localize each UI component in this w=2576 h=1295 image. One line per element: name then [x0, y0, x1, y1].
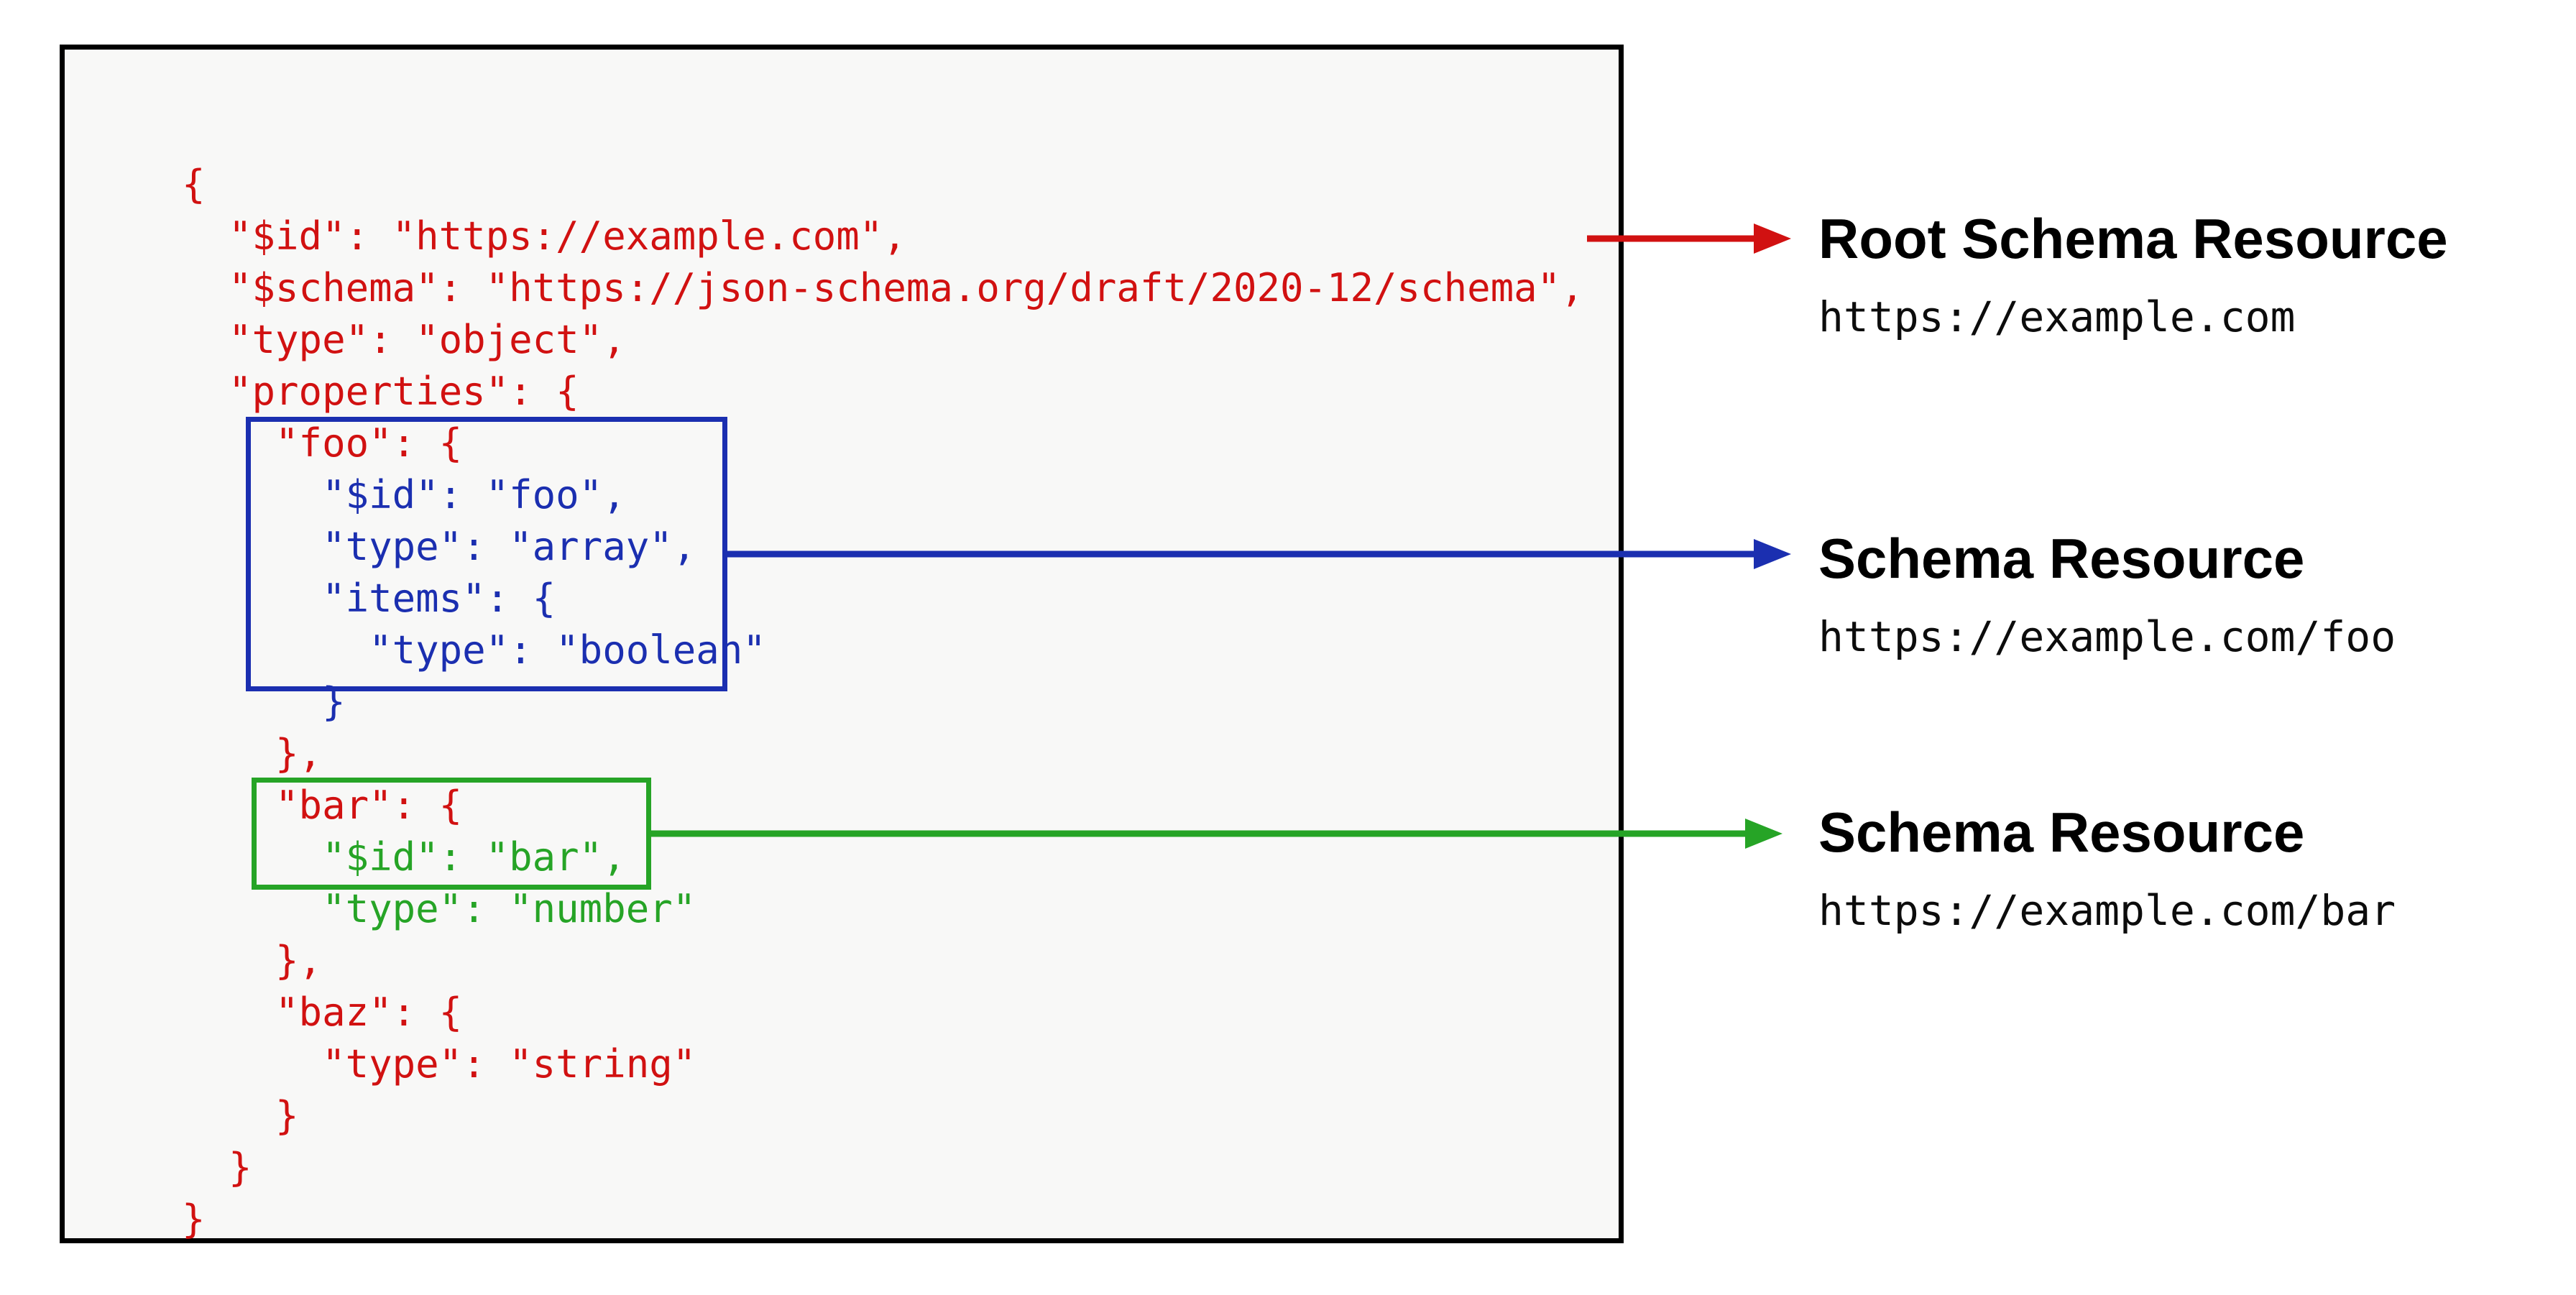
code-line: "items": {: [182, 576, 556, 621]
foo-schema-highlight-box: [246, 417, 727, 691]
callout-url: https://example.com/foo: [1818, 612, 2396, 661]
callout-title: Root Schema Resource: [1818, 207, 2448, 270]
callout-title: Schema Resource: [1818, 801, 2305, 864]
bar-schema-highlight-box: [252, 778, 651, 890]
callout-bar-schema-resource: Schema Resource https://example.com/bar: [1818, 798, 2396, 938]
code-line: }: [182, 1093, 299, 1138]
callout-url: https://example.com/bar: [1818, 886, 2396, 935]
schema-code-box: { "$id": "https://example.com", "$schema…: [60, 45, 1624, 1243]
json-code-block: { "$id": "https://example.com", "$schema…: [182, 159, 1584, 1245]
code-line: "type": "number": [182, 886, 696, 931]
code-line: },: [182, 938, 323, 983]
callout-root-schema-resource: Root Schema Resource https://example.com: [1818, 205, 2448, 344]
code-line: "type": "object",: [182, 317, 626, 362]
code-line: "foo": {: [182, 420, 463, 466]
code-line: {: [182, 162, 206, 207]
code-line: "$schema": "https://json-schema.org/draf…: [182, 265, 1584, 310]
callout-url: https://example.com: [1818, 292, 2296, 341]
code-line: "$id": "bar",: [182, 834, 626, 880]
code-line: "$id": "foo",: [182, 472, 626, 517]
code-line: },: [182, 731, 323, 776]
callout-foo-schema-resource: Schema Resource https://example.com/foo: [1818, 525, 2396, 664]
callout-title: Schema Resource: [1818, 527, 2305, 590]
code-line: "$id": "https://example.com",: [182, 213, 906, 259]
code-line: }: [182, 1197, 206, 1242]
code-line: "baz": {: [182, 990, 463, 1035]
code-line: "type": "string": [182, 1041, 696, 1087]
code-line: }: [182, 1145, 252, 1190]
code-line: "type": "boolean": [182, 627, 766, 673]
code-line: "properties": {: [182, 369, 579, 414]
code-line: "type": "array",: [182, 524, 696, 569]
code-line: "bar": {: [182, 783, 463, 828]
